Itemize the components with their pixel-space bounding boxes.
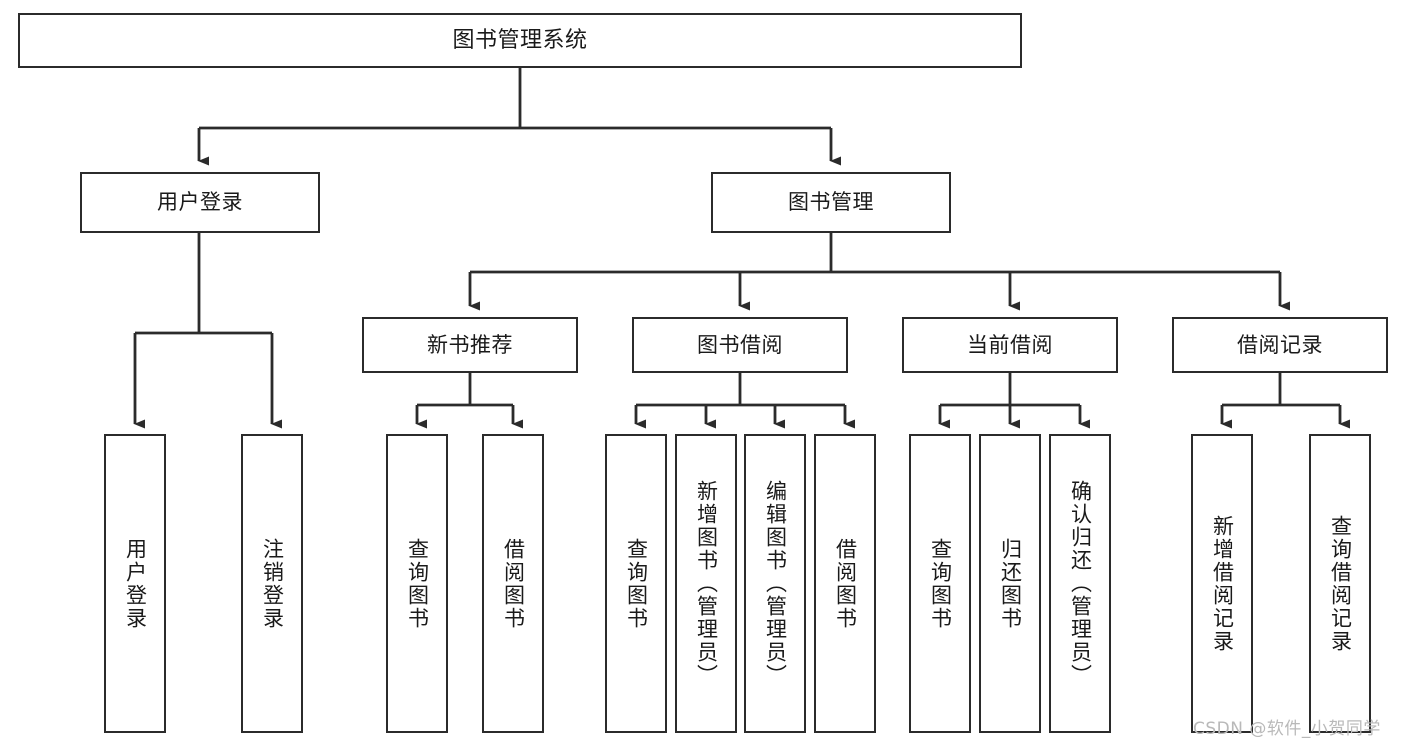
leaf-borrow-borrow-book[interactable]: 借阅图书: [814, 434, 876, 733]
leaf-new-book-query-book[interactable]: 查询图书: [386, 434, 448, 733]
leaf-borrow-add-book-admin[interactable]: 新增图书（管理员）: [675, 434, 737, 733]
node-book-borrow-label: 图书借阅: [697, 332, 783, 357]
leaf-current-query-book[interactable]: 查询图书: [909, 434, 971, 733]
leaf-borrow-edit-book-admin[interactable]: 编辑图书（管理员）: [744, 434, 806, 733]
leaf-record-add-borrow-record[interactable]: 新增借阅记录: [1191, 434, 1253, 733]
leaf-label: 查询图书: [928, 537, 953, 630]
node-root-book-management-system[interactable]: 图书管理系统: [18, 13, 1022, 68]
leaf-label: 注销登录: [260, 537, 285, 630]
leaf-label: 新增借阅记录: [1210, 514, 1235, 653]
leaf-label: 查询借阅记录: [1328, 514, 1353, 653]
leaf-label: 确认归还（管理员）: [1068, 480, 1093, 687]
node-borrow-record[interactable]: 借阅记录: [1172, 317, 1388, 373]
node-user-login-label: 用户登录: [157, 190, 243, 215]
csdn-watermark: CSDN @软件_小贺同学: [1193, 719, 1381, 739]
node-current-borrow[interactable]: 当前借阅: [902, 317, 1118, 373]
node-new-book-recommend[interactable]: 新书推荐: [362, 317, 578, 373]
leaf-current-confirm-return-admin[interactable]: 确认归还（管理员）: [1049, 434, 1111, 733]
node-root-label: 图书管理系统: [452, 27, 588, 53]
node-borrow-record-label: 借阅记录: [1237, 332, 1323, 357]
leaf-label: 归还图书: [998, 537, 1023, 630]
node-new-book-recommend-label: 新书推荐: [427, 332, 513, 357]
leaf-label: 查询图书: [624, 537, 649, 630]
leaf-borrow-query-book[interactable]: 查询图书: [605, 434, 667, 733]
leaf-label: 借阅图书: [833, 537, 858, 630]
node-book-management[interactable]: 图书管理: [711, 172, 951, 233]
leaf-label: 编辑图书（管理员）: [763, 480, 788, 687]
leaf-user-login-logout[interactable]: 注销登录: [241, 434, 303, 733]
node-book-management-label: 图书管理: [788, 190, 874, 215]
leaf-label: 新增图书（管理员）: [694, 480, 719, 687]
leaf-record-query-borrow-record[interactable]: 查询借阅记录: [1309, 434, 1371, 733]
node-book-borrow[interactable]: 图书借阅: [632, 317, 848, 373]
node-current-borrow-label: 当前借阅: [967, 332, 1053, 357]
leaf-label: 查询图书: [405, 537, 430, 630]
leaf-label: 用户登录: [123, 537, 148, 630]
leaf-label: 借阅图书: [501, 537, 526, 630]
leaf-user-login-login[interactable]: 用户登录: [104, 434, 166, 733]
node-user-login[interactable]: 用户登录: [80, 172, 320, 233]
leaf-current-return-book[interactable]: 归还图书: [979, 434, 1041, 733]
leaf-new-book-borrow-book[interactable]: 借阅图书: [482, 434, 544, 733]
